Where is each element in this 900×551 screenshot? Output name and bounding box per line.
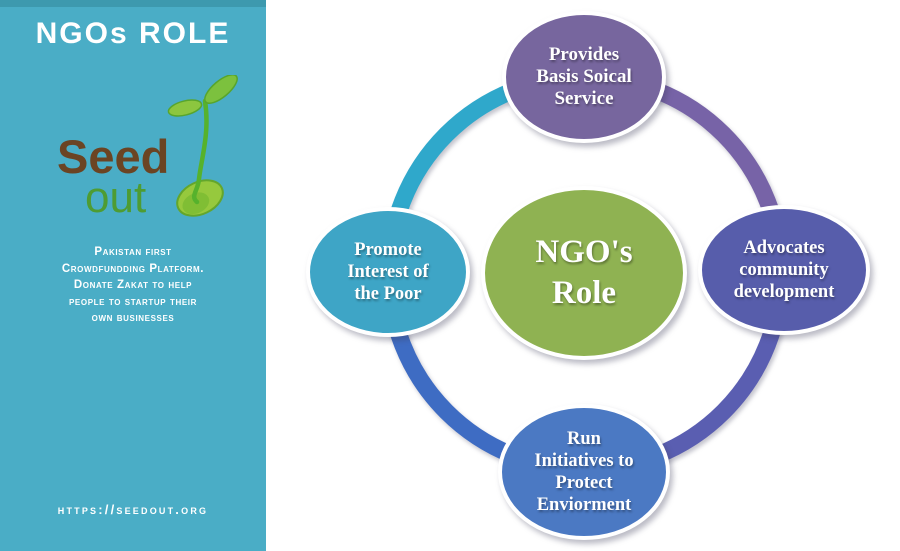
node-circle-bottom[interactable]	[498, 404, 670, 540]
node-circle-left[interactable]	[306, 207, 470, 337]
website-url-link[interactable]: https://seedout.org	[57, 502, 209, 517]
center-circle[interactable]	[481, 186, 687, 360]
logo-seed-text: Seed	[57, 130, 170, 183]
seedout-logo: Seed out	[0, 75, 266, 235]
sprout-icon	[167, 75, 238, 217]
tagline-text: Pakistan first Crowdfundding Platform. D…	[61, 246, 205, 324]
node-circle-top[interactable]	[502, 11, 666, 143]
logo-out-text: out	[85, 173, 147, 222]
sidebar: NGOs ROLE Seed out	[0, 0, 266, 551]
sidebar-top-band	[0, 0, 266, 7]
node-circle-right[interactable]	[698, 205, 870, 335]
page-title: NGOs ROLE	[35, 17, 231, 50]
